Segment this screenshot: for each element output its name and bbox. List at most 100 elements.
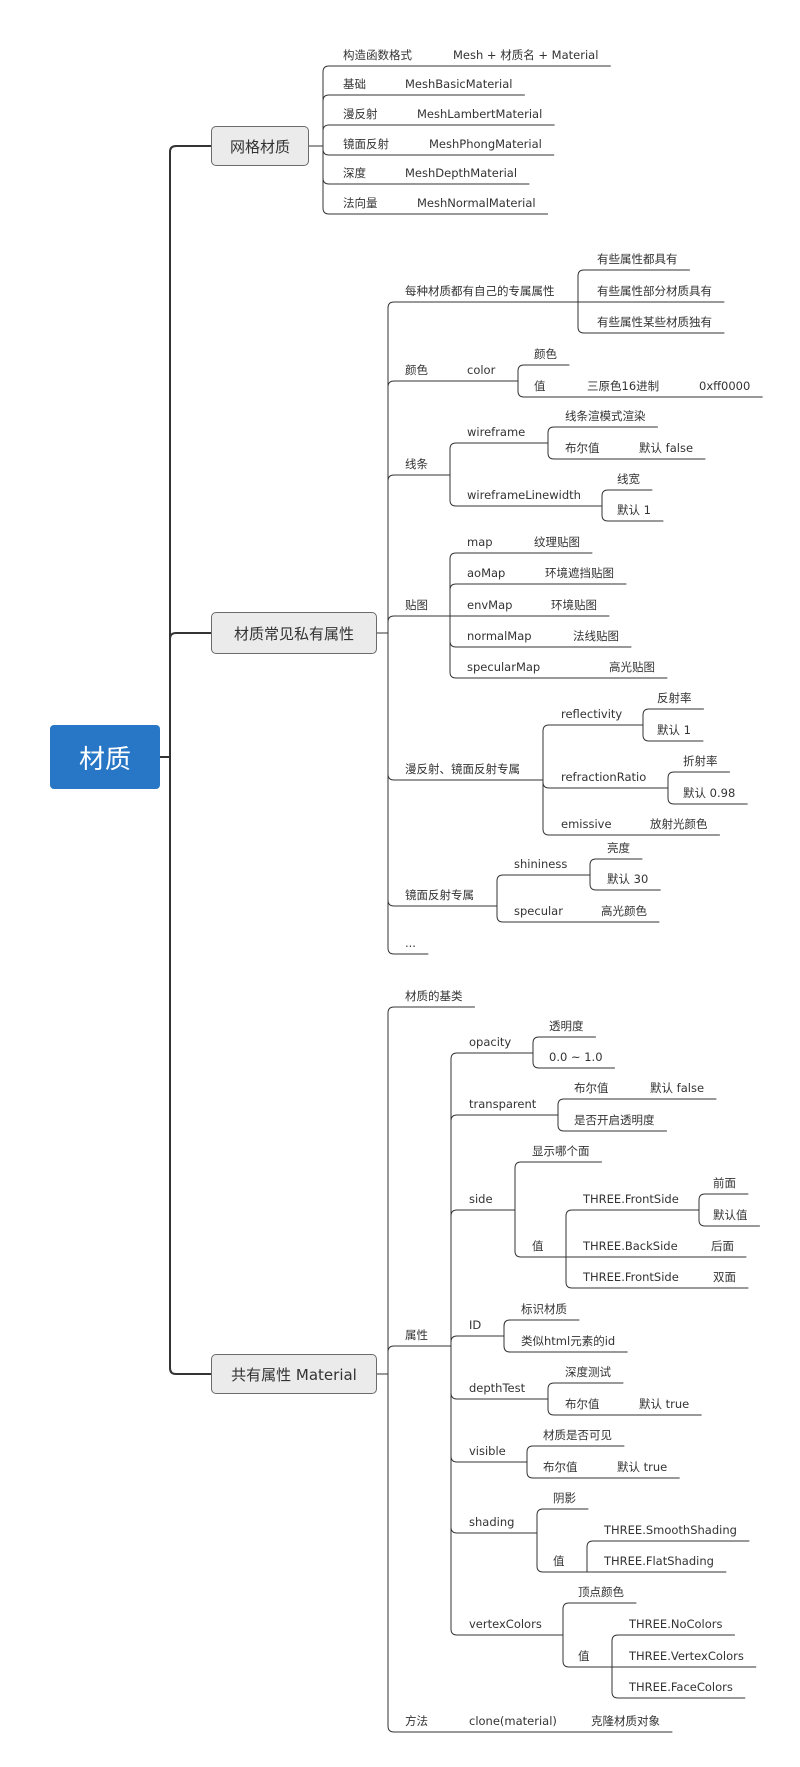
topic-a3b2[interactable]: THREE.BackSide xyxy=(583,1239,678,1253)
topic-a3b[interactable]: 值 xyxy=(532,1239,544,1253)
topic-p1[interactable]: 每种材质都有自己的专属属性 xyxy=(405,284,555,298)
topic-a8a[interactable]: 顶点颜色 xyxy=(578,1585,624,1599)
topic-p2a2[interactable]: 值 xyxy=(534,379,546,393)
topic-a8b2[interactable]: THREE.VertexColors xyxy=(629,1649,744,1663)
topic-c3a[interactable]: clone(material) xyxy=(469,1714,557,1728)
topic-p1a[interactable]: 有些属性都具有 xyxy=(597,252,678,266)
topic-c3a1[interactable]: 克隆材质对象 xyxy=(591,1714,660,1728)
topic-p3b1[interactable]: 线宽 xyxy=(617,472,640,486)
topic-p1c[interactable]: 有些属性某些材质独有 xyxy=(597,315,712,329)
topic-a2a1[interactable]: 默认 false xyxy=(650,1081,705,1095)
topic-p3b2[interactable]: 默认 1 xyxy=(617,503,651,517)
topic-a6a[interactable]: 材质是否可见 xyxy=(543,1428,612,1442)
topic-p6bv[interactable]: 高光颜色 xyxy=(601,904,647,918)
topic-a8b1[interactable]: THREE.NoColors xyxy=(629,1617,723,1631)
topic-a6[interactable]: visible xyxy=(469,1444,506,1458)
topic-p2a2a[interactable]: 三原色16进制 xyxy=(587,379,660,393)
topic-a5b[interactable]: 布尔值 xyxy=(565,1397,600,1411)
root-topic[interactable]: 材质 xyxy=(50,725,160,789)
topic-p3[interactable]: 线条 xyxy=(405,457,428,471)
topic-a5[interactable]: depthTest xyxy=(469,1381,526,1395)
topic-p3a1[interactable]: 线条渲模式渲染 xyxy=(565,409,646,423)
topic-p4a[interactable]: map xyxy=(467,535,493,549)
branch-topic-priv[interactable]: 材质常见私有属性 xyxy=(211,612,377,654)
topic-a7a[interactable]: 阴影 xyxy=(553,1491,576,1505)
topic-m3[interactable]: 漫反射 xyxy=(343,107,378,121)
topic-m1[interactable]: 构造函数格式 xyxy=(343,48,412,62)
topic-p4e[interactable]: specularMap xyxy=(467,660,541,674)
topic-p2[interactable]: 颜色 xyxy=(405,363,428,377)
topic-c1[interactable]: 材质的基类 xyxy=(405,989,463,1003)
topic-a3b1b[interactable]: 默认值 xyxy=(713,1208,748,1222)
topic-m5[interactable]: 深度 xyxy=(343,166,366,180)
topic-a1[interactable]: opacity xyxy=(469,1035,512,1049)
topic-p3a[interactable]: wireframe xyxy=(467,425,526,439)
topic-p4d[interactable]: normalMap xyxy=(467,629,532,643)
topic-a3b1a[interactable]: 前面 xyxy=(713,1176,736,1190)
topic-c3[interactable]: 方法 xyxy=(405,1714,428,1728)
topic-a6b1[interactable]: 默认 true xyxy=(617,1460,668,1474)
topic-a2b[interactable]: 是否开启透明度 xyxy=(574,1113,655,1127)
topic-p5b[interactable]: refractionRatio xyxy=(561,770,647,784)
topic-m3v[interactable]: MeshLambertMaterial xyxy=(417,107,543,121)
topic-p6a2[interactable]: 默认 30 xyxy=(607,872,649,886)
topic-a8b3[interactable]: THREE.FaceColors xyxy=(629,1680,733,1694)
topic-a8[interactable]: vertexColors xyxy=(469,1617,542,1631)
topic-a1b[interactable]: 0.0 ~ 1.0 xyxy=(549,1050,603,1064)
topic-p6a1[interactable]: 亮度 xyxy=(607,841,630,855)
topic-a8b[interactable]: 值 xyxy=(578,1649,590,1663)
topic-a4[interactable]: ID xyxy=(469,1318,482,1332)
topic-p2a1[interactable]: 颜色 xyxy=(534,347,557,361)
topic-m1v[interactable]: Mesh + 材质名 + Material xyxy=(453,48,599,62)
topic-a3b3a[interactable]: 双面 xyxy=(713,1270,736,1284)
topic-p5a[interactable]: reflectivity xyxy=(561,707,623,721)
topic-a4b[interactable]: 类似html元素的id xyxy=(521,1334,616,1348)
topic-p5[interactable]: 漫反射、镜面反射专属 xyxy=(405,762,520,776)
topic-p4ev[interactable]: 高光贴图 xyxy=(609,660,655,674)
topic-a3b1[interactable]: THREE.FrontSide xyxy=(583,1192,679,1206)
branch-topic-pub[interactable]: 共有属性 Material xyxy=(211,1354,377,1394)
topic-m5v[interactable]: MeshDepthMaterial xyxy=(405,166,518,180)
topic-p6[interactable]: 镜面反射专属 xyxy=(405,888,474,902)
topic-p7[interactable]: ... xyxy=(405,936,416,950)
topic-m6v[interactable]: MeshNormalMaterial xyxy=(417,196,536,210)
topic-a7b[interactable]: 值 xyxy=(553,1554,565,1568)
topic-p5b2[interactable]: 默认 0.98 xyxy=(683,786,736,800)
topic-p1b[interactable]: 有些属性部分材质具有 xyxy=(597,284,712,298)
topic-c2[interactable]: 属性 xyxy=(405,1328,428,1342)
topic-a3[interactable]: side xyxy=(469,1192,493,1206)
topic-p5a1[interactable]: 反射率 xyxy=(657,691,692,705)
topic-a7b1[interactable]: THREE.SmoothShading xyxy=(604,1523,737,1537)
topic-p4bv[interactable]: 环境遮挡贴图 xyxy=(545,566,614,580)
topic-m2v[interactable]: MeshBasicMaterial xyxy=(405,77,513,91)
topic-a1a[interactable]: 透明度 xyxy=(549,1019,584,1033)
topic-p4cv[interactable]: 环境贴图 xyxy=(551,598,597,612)
topic-a3a[interactable]: 显示哪个面 xyxy=(532,1144,590,1158)
topic-a6b[interactable]: 布尔值 xyxy=(543,1460,578,1474)
topic-p3a2a[interactable]: 默认 false xyxy=(639,441,694,455)
topic-m4[interactable]: 镜面反射 xyxy=(343,137,389,151)
topic-p4av[interactable]: 纹理贴图 xyxy=(534,535,580,549)
topic-p3a2[interactable]: 布尔值 xyxy=(565,441,600,455)
topic-a2a[interactable]: 布尔值 xyxy=(574,1081,609,1095)
topic-p4c[interactable]: envMap xyxy=(467,598,513,612)
topic-a4a[interactable]: 标识材质 xyxy=(521,1302,567,1316)
topic-m6[interactable]: 法向量 xyxy=(343,196,378,210)
topic-a5b1[interactable]: 默认 true xyxy=(639,1397,690,1411)
topic-a5a[interactable]: 深度测试 xyxy=(565,1365,611,1379)
topic-p2a2b[interactable]: 0xff0000 xyxy=(699,379,751,393)
topic-a7b2[interactable]: THREE.FlatShading xyxy=(604,1554,714,1568)
topic-a7[interactable]: shading xyxy=(469,1515,515,1529)
topic-m2[interactable]: 基础 xyxy=(343,77,366,91)
topic-m4v[interactable]: MeshPhongMaterial xyxy=(429,137,542,151)
topic-a2[interactable]: transparent xyxy=(469,1097,537,1111)
topic-p4[interactable]: 贴图 xyxy=(405,598,428,612)
topic-p6b[interactable]: specular xyxy=(514,904,563,918)
topic-p4dv[interactable]: 法线贴图 xyxy=(573,629,619,643)
branch-topic-mesh[interactable]: 网格材质 xyxy=(211,126,309,166)
topic-p2a[interactable]: color xyxy=(467,363,496,377)
topic-p5a2[interactable]: 默认 1 xyxy=(657,723,691,737)
topic-a3b2a[interactable]: 后面 xyxy=(711,1239,734,1253)
topic-p5b1[interactable]: 折射率 xyxy=(683,754,718,768)
topic-p6a[interactable]: shininess xyxy=(514,857,568,871)
